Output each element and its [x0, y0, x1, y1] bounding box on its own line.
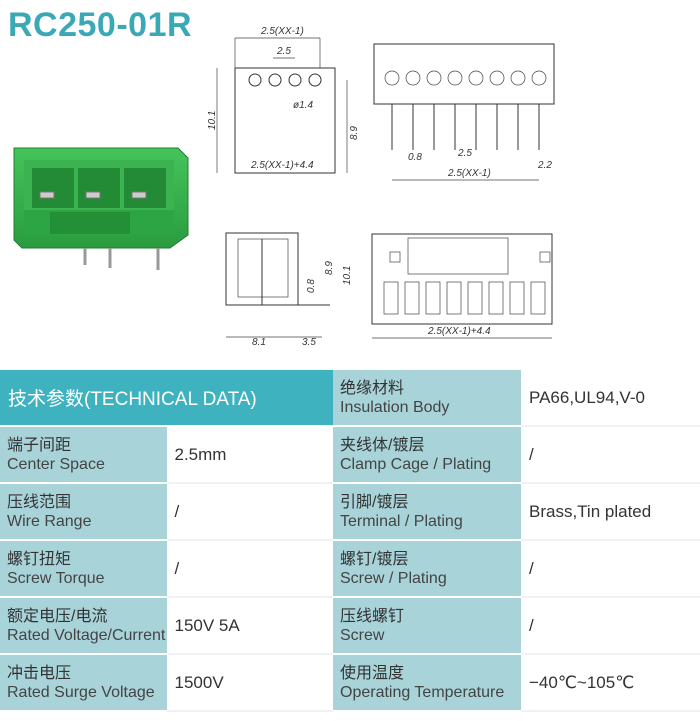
svg-text:8.1: 8.1 [252, 337, 266, 348]
front-view-drawing: 0.8 2.5 2.2 2.5(XX-1) [373, 43, 555, 181]
svg-text:8.9: 8.9 [324, 261, 335, 275]
technical-data-table: 技术参数(TECHNICAL DATA) 绝缘材料 Insulation Bod… [0, 370, 700, 712]
svg-text:0.8: 0.8 [306, 279, 317, 293]
top-view-drawing: 2.5(XX-1) 2.5 ø1.4 10.1 8.9 2.5(XX-1)+4.… [207, 26, 360, 174]
spec-value: −40℃~105℃ [521, 655, 700, 712]
svg-text:8.9: 8.9 [349, 126, 360, 140]
svg-text:2.2: 2.2 [537, 160, 552, 171]
spec-value: / [166, 484, 333, 541]
spec-value: 150V 5A [166, 598, 333, 655]
svg-text:2.5: 2.5 [276, 46, 291, 57]
svg-text:2.5(XX-1)+4.4: 2.5(XX-1)+4.4 [427, 326, 491, 337]
svg-text:2.5(XX-1): 2.5(XX-1) [260, 26, 304, 37]
spec-value: / [166, 541, 333, 598]
spec-value: 2.5mm [166, 427, 333, 484]
spec-value: / [521, 427, 700, 484]
spec-value: 1500V [166, 655, 333, 712]
bottom-view-drawing: 2.5(XX-1)+4.4 [371, 233, 553, 339]
spec-label: 绝缘材料 Insulation Body [333, 370, 521, 427]
svg-text:2.5(XX-1)+4.4: 2.5(XX-1)+4.4 [250, 160, 314, 171]
svg-text:ø1.4: ø1.4 [293, 100, 313, 111]
spec-value: PA66,UL94,V-0 [521, 370, 700, 427]
table-header: 技术参数(TECHNICAL DATA) [0, 370, 333, 427]
product-title: RC250-01R [8, 6, 193, 44]
spec-value: / [521, 598, 700, 655]
spec-value: / [521, 541, 700, 598]
svg-text:2.5(XX-1): 2.5(XX-1) [447, 168, 491, 179]
table-row: 技术参数(TECHNICAL DATA) 绝缘材料 Insulation Bod… [0, 370, 700, 427]
svg-text:10.1: 10.1 [207, 111, 218, 130]
connector-photo [13, 147, 189, 270]
svg-text:10.1: 10.1 [342, 266, 353, 285]
svg-text:0.8: 0.8 [408, 152, 422, 163]
svg-text:2.5: 2.5 [457, 148, 472, 159]
svg-text:3.5: 3.5 [302, 337, 316, 348]
side-view-drawing: 0.8 8.9 10.1 8.1 3.5 [225, 232, 353, 348]
spec-value: Brass,Tin plated [521, 484, 700, 541]
